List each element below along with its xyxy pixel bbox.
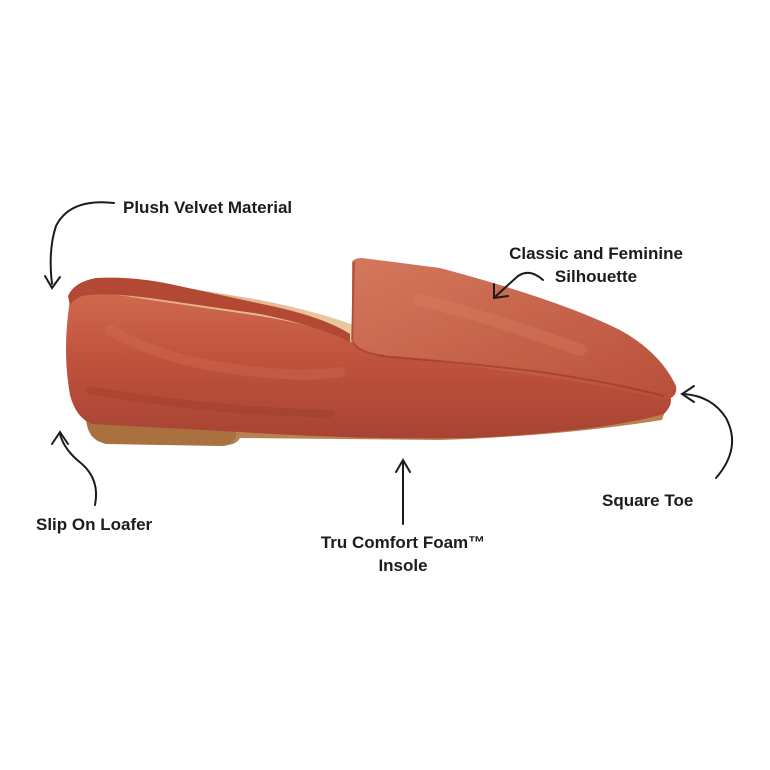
callout-arrows	[44, 201, 733, 525]
arrow-classic	[495, 271, 544, 297]
shoe-collar	[68, 277, 350, 342]
shoe-upper	[66, 290, 671, 439]
callout-text-line1: Classic and Feminine	[509, 244, 683, 263]
callout-text-line2: Silhouette	[554, 267, 638, 286]
callout-slip-on: Slip On Loafer	[36, 513, 152, 536]
shoe-vamp	[352, 258, 677, 400]
arrow-toe	[683, 393, 733, 479]
callout-text: Slip On Loafer	[36, 515, 153, 534]
callout-text-line1: Tru Comfort Foam™	[320, 533, 486, 552]
arrow-slip	[59, 433, 98, 506]
callout-classic-silhouette: Classic and Feminine Silhouette	[493, 242, 699, 288]
callout-text: Plush Velvet Material	[123, 198, 293, 217]
callout-text: Square Toe	[602, 491, 694, 510]
arrow-velvet	[49, 201, 115, 285]
callout-square-toe: Square Toe	[602, 489, 693, 512]
callout-comfort-foam: Tru Comfort Foam™ Insole	[305, 531, 501, 577]
vamp-seam	[379, 355, 665, 397]
callout-text-line2: Insole	[378, 556, 428, 575]
vamp-edge	[350, 261, 385, 357]
callout-plush-velvet: Plush Velvet Material	[123, 196, 292, 219]
